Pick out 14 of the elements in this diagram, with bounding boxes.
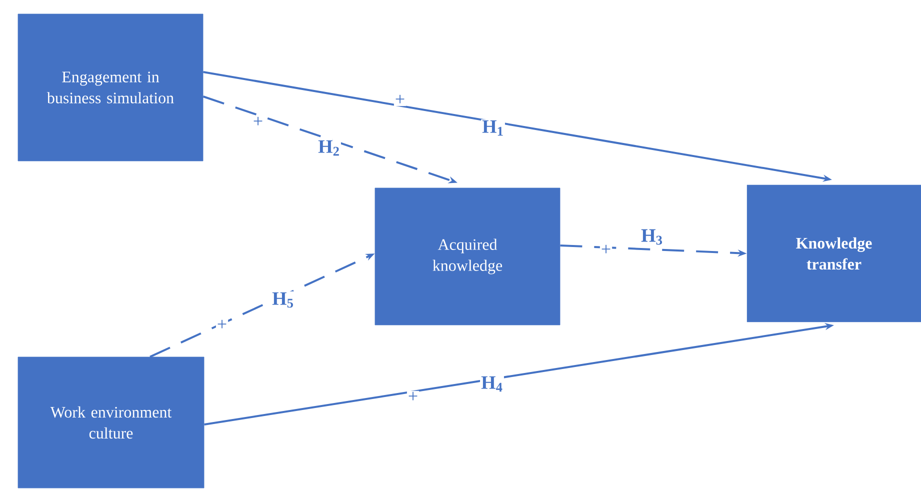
concept-box: Acquired knowledge [374,188,560,326]
edge-label: + [252,116,264,128]
edge-label: + [406,390,420,404]
edge-label: + [600,244,612,256]
concept-box: Knowledge transfer [746,184,921,322]
hypothesis-label: H$_{2}$ [317,139,341,157]
hypothesis-label: H$_{5}$ [271,291,295,309]
hypothesis-label: H$_{4}$ [480,375,504,393]
edge-label: + [216,318,228,332]
edge-label: + [394,94,406,106]
hypothesis-label: H$_{1}$ [481,119,505,137]
concept-box: Engagement in business simulation [18,14,204,162]
hypothesis-label: H$_{3}$ [640,228,664,246]
concept-box: Work environment culture [18,356,204,488]
